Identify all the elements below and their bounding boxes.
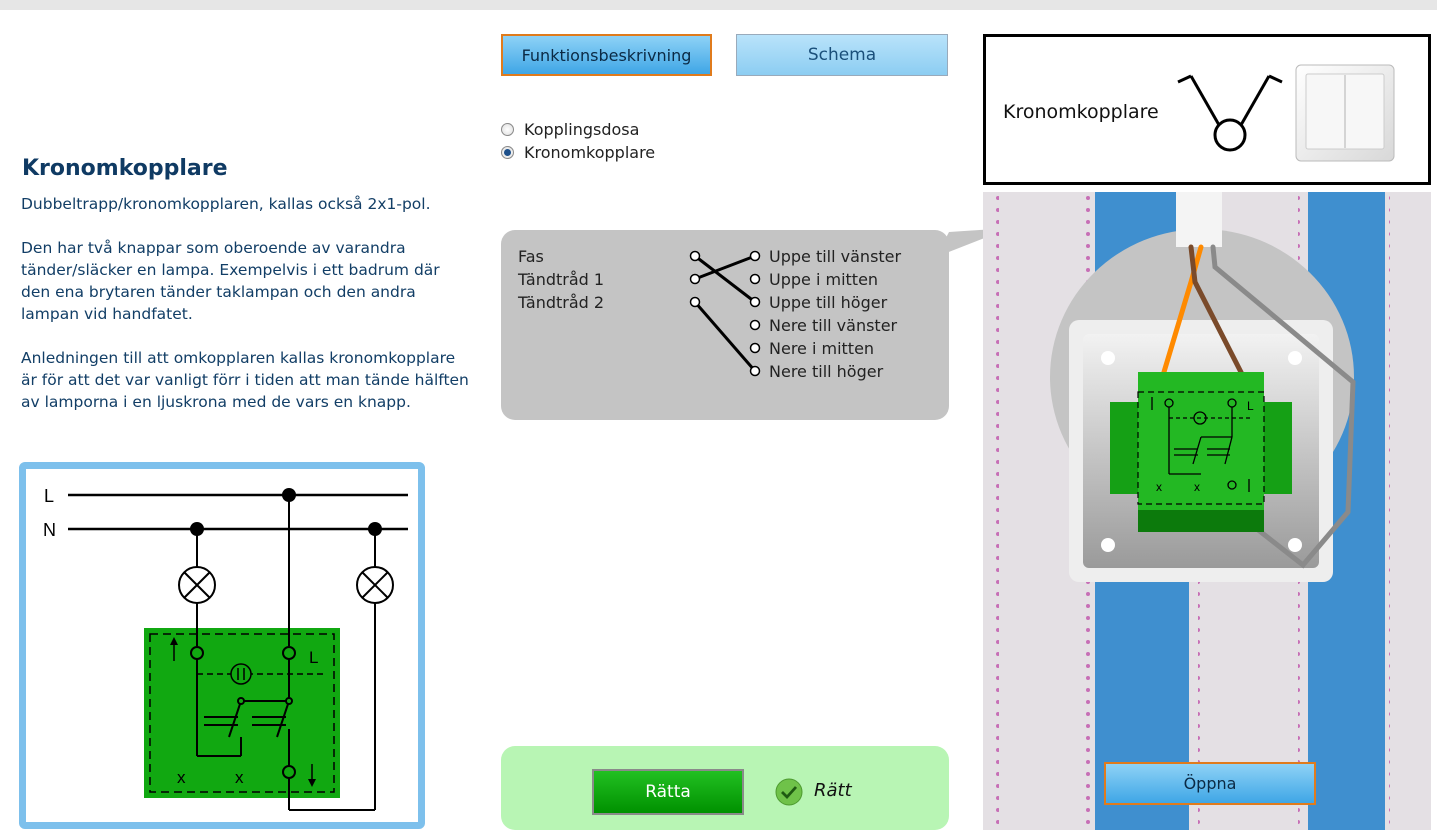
wire-tandtrad-2 <box>693 301 757 372</box>
target-label: Nere till vänster <box>769 316 898 335</box>
terminal-mark: x <box>235 768 244 787</box>
wire-fas <box>694 254 756 304</box>
check-panel: Rätta Rätt <box>501 746 949 830</box>
switch-plate-icon <box>1295 64 1395 162</box>
target-terminal[interactable] <box>749 250 761 262</box>
terminal-mark: x <box>177 768 186 787</box>
conduit <box>1176 192 1222 247</box>
source-label-tandtrad-2: Tändtråd 2 <box>518 293 605 312</box>
target-terminal[interactable] <box>749 296 761 308</box>
schematic-diagram: L N <box>19 462 425 829</box>
wiring-panel: Fas Tändtråd 1 Tändtråd 2 Uppe till väns… <box>501 230 949 420</box>
target-terminal[interactable] <box>749 365 761 377</box>
line-label-n: N <box>43 520 56 540</box>
target-label: Uppe i mitten <box>769 270 879 289</box>
option-kronomkopplare[interactable]: Kronomkopplare <box>501 143 655 162</box>
symbol-box: Kronomkopplare <box>983 34 1431 185</box>
source-label-tandtrad-1: Tändtråd 1 <box>518 270 605 289</box>
line-label-l: L <box>44 486 54 506</box>
source-label-fas: Fas <box>518 247 544 266</box>
source-terminal[interactable] <box>689 273 701 285</box>
junction-dot <box>282 488 296 502</box>
description-paragraph: Den har två knappar som oberoende av var… <box>21 239 440 323</box>
switch-symbol-icon <box>1177 74 1283 152</box>
ratta-button[interactable]: Rätta <box>592 769 744 815</box>
wiring-connections <box>689 250 761 377</box>
installation-photo: L x x <box>983 192 1431 830</box>
radio-button[interactable] <box>501 146 514 159</box>
tab-schema[interactable]: Schema <box>736 34 948 76</box>
installation-svg: L x x <box>983 192 1431 830</box>
radio-button[interactable] <box>501 123 514 136</box>
description-paragraph: Dubbeltrapp/kronomkopplaren, kallas ocks… <box>21 195 431 213</box>
option-label: Kronomkopplare <box>524 143 656 162</box>
description-paragraph: Anledningen till att omkopplaren kallas … <box>21 349 469 411</box>
terminal-label-l: L <box>309 648 318 667</box>
description: Dubbeltrapp/kronomkopplaren, kallas ocks… <box>21 193 471 435</box>
source-terminal[interactable] <box>689 250 701 262</box>
option-kopplingsdosa[interactable]: Kopplingsdosa <box>501 120 639 139</box>
switch-body <box>144 628 340 798</box>
target-label: Nere i mitten <box>769 339 875 358</box>
option-label: Kopplingsdosa <box>524 120 640 139</box>
result-text: Rätt <box>814 780 852 801</box>
target-label: Nere till höger <box>769 362 884 381</box>
open-button[interactable]: Öppna <box>1104 762 1316 805</box>
switch-terminal-l: L <box>1247 399 1254 413</box>
top-bar <box>0 0 1437 10</box>
switch-terminal-mark: x <box>1156 480 1162 494</box>
wire-tandtrad-1 <box>694 254 756 281</box>
checkmark-icon <box>775 778 803 806</box>
target-terminal[interactable] <box>749 273 761 285</box>
source-terminal[interactable] <box>689 296 701 308</box>
tab-funktionsbeskrivning[interactable]: Funktionsbeskrivning <box>501 34 712 76</box>
target-label: Uppe till vänster <box>769 247 902 266</box>
junction-dot <box>368 522 382 536</box>
junction-dot <box>190 522 204 536</box>
switch-module <box>1138 372 1264 522</box>
target-terminal[interactable] <box>749 342 761 354</box>
target-label: Uppe till höger <box>769 293 888 312</box>
page-title: Kronomkopplare <box>22 156 228 181</box>
switch-terminal-mark: x <box>1194 480 1200 494</box>
schematic-svg: L N <box>43 486 408 811</box>
symbol-label: Kronomkopplare <box>1003 101 1159 123</box>
target-terminal[interactable] <box>749 319 761 331</box>
